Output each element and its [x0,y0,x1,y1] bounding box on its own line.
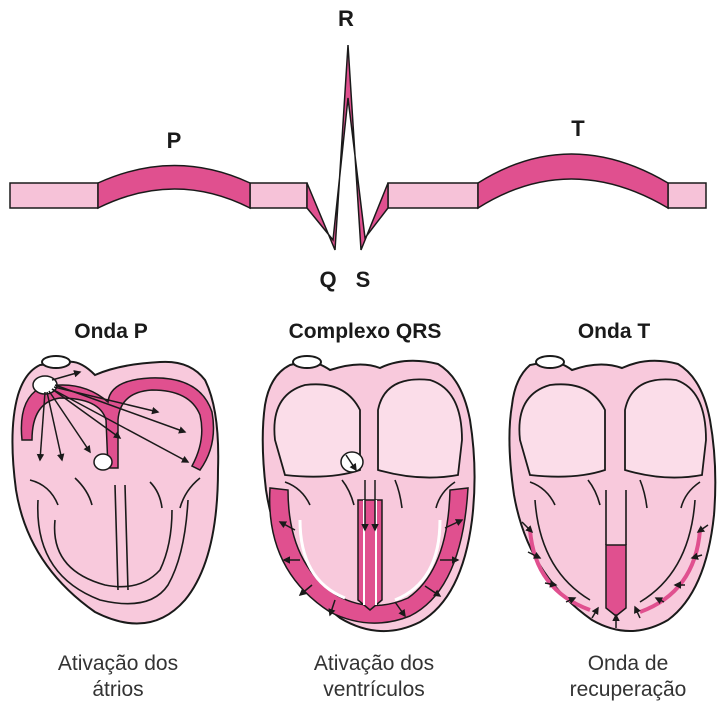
ventricle-outline [37,484,189,605]
q-wave-label: Q [319,267,336,292]
caption-p-wave-line1: Ativação dos [58,652,178,675]
vessel-opening [41,355,71,369]
valve-leaflets [284,479,456,509]
panel-title-p-wave: Onda P [74,320,148,343]
ecg-waveform: P R Q S T [9,6,707,292]
vessel-opening [292,355,322,369]
p-wave [97,164,251,210]
caption-t-wave-line1: Onda de [588,652,669,675]
caption-p-wave-line2: átrios [92,678,143,701]
ecg-baseline-segment [249,182,308,209]
t-wave [477,153,669,210]
panel-title-qrs: Complexo QRS [289,320,442,343]
recovery-arrows [521,521,709,628]
av-node [93,453,113,471]
caption-t-wave-line2: recuperação [570,678,687,701]
valve-leaflets [29,477,201,509]
activation-arrows [278,454,464,618]
septum-recovering [605,544,627,617]
ecg-baseline-segment [9,182,99,209]
activation-arrows [36,370,190,463]
septum-conduction [363,500,377,605]
panel-title-t-wave: Onda T [578,320,651,343]
qrs-complex [306,44,389,251]
r-wave-label: R [338,6,354,31]
sa-node [32,375,58,395]
vessel-opening [535,355,565,369]
heart-ventricular-activation [261,355,476,632]
ecg-baseline-segment [387,182,479,209]
septum-active [357,499,383,611]
septum-outline [605,490,627,545]
s-wave-label: S [356,267,371,292]
atria-outline [273,378,463,479]
heart-recovery [508,355,717,632]
caption-qrs-line2: ventrículos [323,678,425,701]
ecg-baseline-segment [667,182,707,209]
ventricle-recovery-line [528,529,702,614]
purkinje-path [298,519,442,602]
valve-leaflets [529,479,701,509]
av-node [340,451,364,473]
atria-outline [518,378,707,479]
p-wave-label: P [167,128,182,153]
heart-atrial-activation [11,355,220,625]
ventricle-outline [534,499,696,603]
t-wave-label: T [571,116,585,141]
caption-qrs-line1: Ativação dos [314,652,434,675]
